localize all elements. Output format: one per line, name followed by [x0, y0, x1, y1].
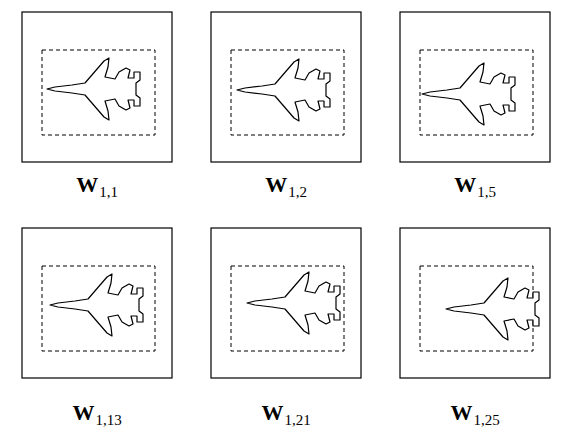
matrix-symbol: W: [261, 400, 283, 425]
window-caption: W1,1: [76, 172, 118, 198]
matrix-symbol: W: [76, 172, 98, 197]
subscript-index: 1,13: [95, 412, 121, 428]
window-frame: [400, 12, 550, 162]
window-frame: [22, 228, 172, 378]
window-caption: W1,25: [450, 400, 499, 426]
subscript-index: 1,1: [99, 184, 118, 200]
matrix-symbol: W: [265, 172, 287, 197]
subscript-index: 1,5: [477, 184, 496, 200]
window-caption: W1,2: [265, 172, 307, 198]
matrix-symbol: W: [72, 400, 94, 425]
window-caption: W1,5: [454, 172, 496, 198]
window-caption: W1,21: [261, 400, 310, 426]
window-frame: [400, 228, 550, 378]
matrix-symbol: W: [450, 400, 472, 425]
window-frame: [211, 12, 361, 162]
subscript-index: 1,25: [473, 412, 499, 428]
subscript-index: 1,2: [288, 184, 307, 200]
matrix-symbol: W: [454, 172, 476, 197]
window-frame: [211, 228, 361, 378]
subscript-index: 1,21: [284, 412, 310, 428]
window-caption: W1,13: [72, 400, 121, 426]
window-frame: [22, 12, 172, 162]
